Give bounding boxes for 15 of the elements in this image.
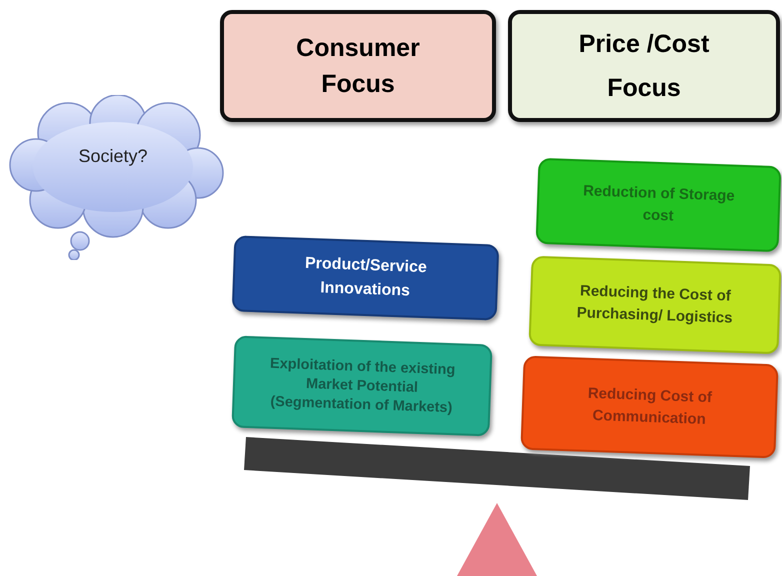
header-box: [220, 10, 496, 122]
box-text: Product/Service Innovations: [304, 254, 428, 302]
box-text: Reducing Cost of Communication: [586, 383, 714, 430]
header-box: [508, 10, 780, 122]
box-text: Exploitation of the existing Market Potential (Segmentation of Markets): [268, 354, 457, 418]
box-text: Reduction of Storage cost: [582, 180, 736, 227]
rounded-box: [536, 158, 782, 252]
header-text: Consumer Focus: [295, 33, 421, 100]
rounded-box: [520, 356, 779, 458]
cloud-text: Society?: [77, 145, 149, 168]
box-text: Reducing the Cost of Purchasing/ Logistics: [575, 280, 734, 329]
rounded-box: [528, 256, 782, 354]
header-text: Price /Cost Focus: [578, 29, 710, 104]
rounded-box: [231, 336, 493, 436]
rounded-box: [232, 235, 500, 321]
